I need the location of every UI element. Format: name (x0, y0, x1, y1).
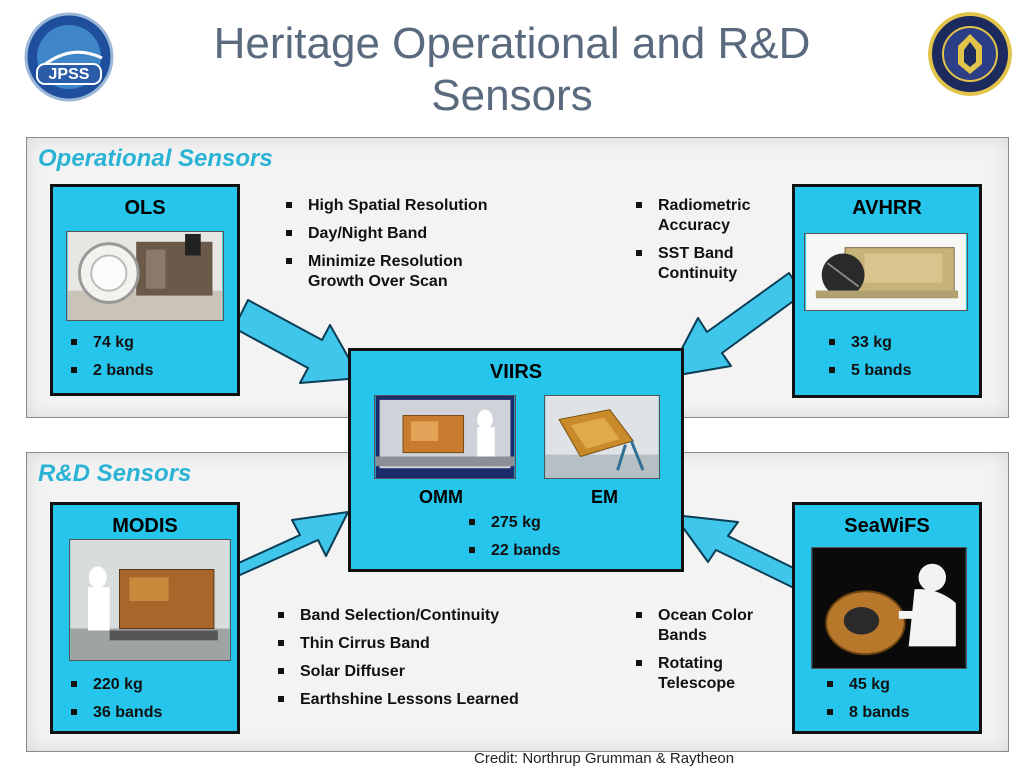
avhrr-spec-bands: 5 bands (825, 361, 911, 381)
arrow-ols-viirs (233, 299, 361, 384)
avhrr-photo (804, 233, 968, 311)
seawifs-title: SeaWiFS (844, 515, 930, 537)
ols-spec-mass: 74 kg (67, 333, 153, 353)
modis-spec-bands: 36 bands (67, 703, 162, 723)
viirs-spec-bands: 22 bands (465, 541, 560, 561)
arrow-modis-viirs (231, 511, 349, 579)
viirs-em-photo (544, 395, 660, 479)
arrow-avhrr-viirs (666, 272, 804, 378)
avhrr-box: AVHRR 33 kg 5 bands (792, 184, 982, 398)
modis-spec-mass: 220 kg (67, 675, 162, 695)
seawifs-photo (811, 547, 967, 669)
rd-panel-title: R&D Sensors (38, 460, 192, 487)
avhrr-feature: Radiometric Accuracy (632, 196, 772, 236)
modis-feature: Solar Diffuser (274, 662, 564, 682)
modis-title: MODIS (112, 515, 178, 537)
modis-feature: Earthshine Lessons Learned (274, 690, 564, 710)
avhrr-features-list: Radiometric Accuracy SST Band Continuity (632, 196, 772, 292)
ols-photo (66, 231, 224, 321)
viirs-omm-photo (374, 395, 516, 479)
seawifs-box: SeaWiFS 45 kg 8 bands (792, 502, 982, 734)
seawifs-specs: 45 kg 8 bands (823, 675, 909, 731)
operational-panel-title: Operational Sensors (38, 145, 273, 172)
viirs-specs: 275 kg 22 bands (465, 513, 560, 569)
modis-feature: Band Selection/Continuity (274, 606, 564, 626)
jpss-logo: JPSS (24, 12, 114, 102)
avhrr-spec-mass: 33 kg (825, 333, 911, 353)
modis-features-list: Band Selection/Continuity Thin Cirrus Ba… (274, 606, 564, 718)
avhrr-title: AVHRR (852, 197, 922, 219)
viirs-box: VIIRS OMM EM 275 kg 22 bands (348, 348, 684, 572)
viirs-spec-mass: 275 kg (465, 513, 560, 533)
modis-feature: Thin Cirrus Band (274, 634, 564, 654)
seal-logo (928, 12, 1012, 96)
ols-feature: Day/Night Band (282, 224, 492, 244)
jpss-logo-text: JPSS (49, 66, 90, 83)
seawifs-feature: Rotating Telescope (632, 654, 772, 694)
ols-specs: 74 kg 2 bands (67, 333, 153, 389)
seawifs-features-list: Ocean Color Bands Rotating Telescope (632, 606, 772, 702)
arrow-seawifs-viirs (673, 514, 811, 591)
ols-feature: Minimize Resolution Growth Over Scan (282, 252, 492, 292)
page-title: Heritage Operational and R&D Sensors (213, 19, 811, 120)
modis-specs: 220 kg 36 bands (67, 675, 162, 731)
modis-box: MODIS 220 kg 36 bands (50, 502, 240, 734)
seawifs-feature: Ocean Color Bands (632, 606, 772, 646)
ols-title: OLS (124, 197, 166, 219)
ols-box: OLS 74 kg 2 bands (50, 184, 240, 396)
avhrr-feature: SST Band Continuity (632, 244, 772, 284)
seawifs-spec-mass: 45 kg (823, 675, 909, 695)
viirs-title: VIIRS (489, 361, 543, 383)
viirs-em-label: EM (591, 487, 618, 507)
credit-text: Credit: Northrup Grumman & Raytheon (474, 750, 735, 767)
viirs-omm-label: OMM (419, 487, 463, 507)
modis-photo (69, 539, 231, 661)
seawifs-spec-bands: 8 bands (823, 703, 909, 723)
ols-spec-bands: 2 bands (67, 361, 153, 381)
avhrr-specs: 33 kg 5 bands (825, 333, 911, 389)
ols-feature: High Spatial Resolution (282, 196, 492, 216)
ols-features-list: High Spatial Resolution Day/Night Band M… (282, 196, 492, 300)
